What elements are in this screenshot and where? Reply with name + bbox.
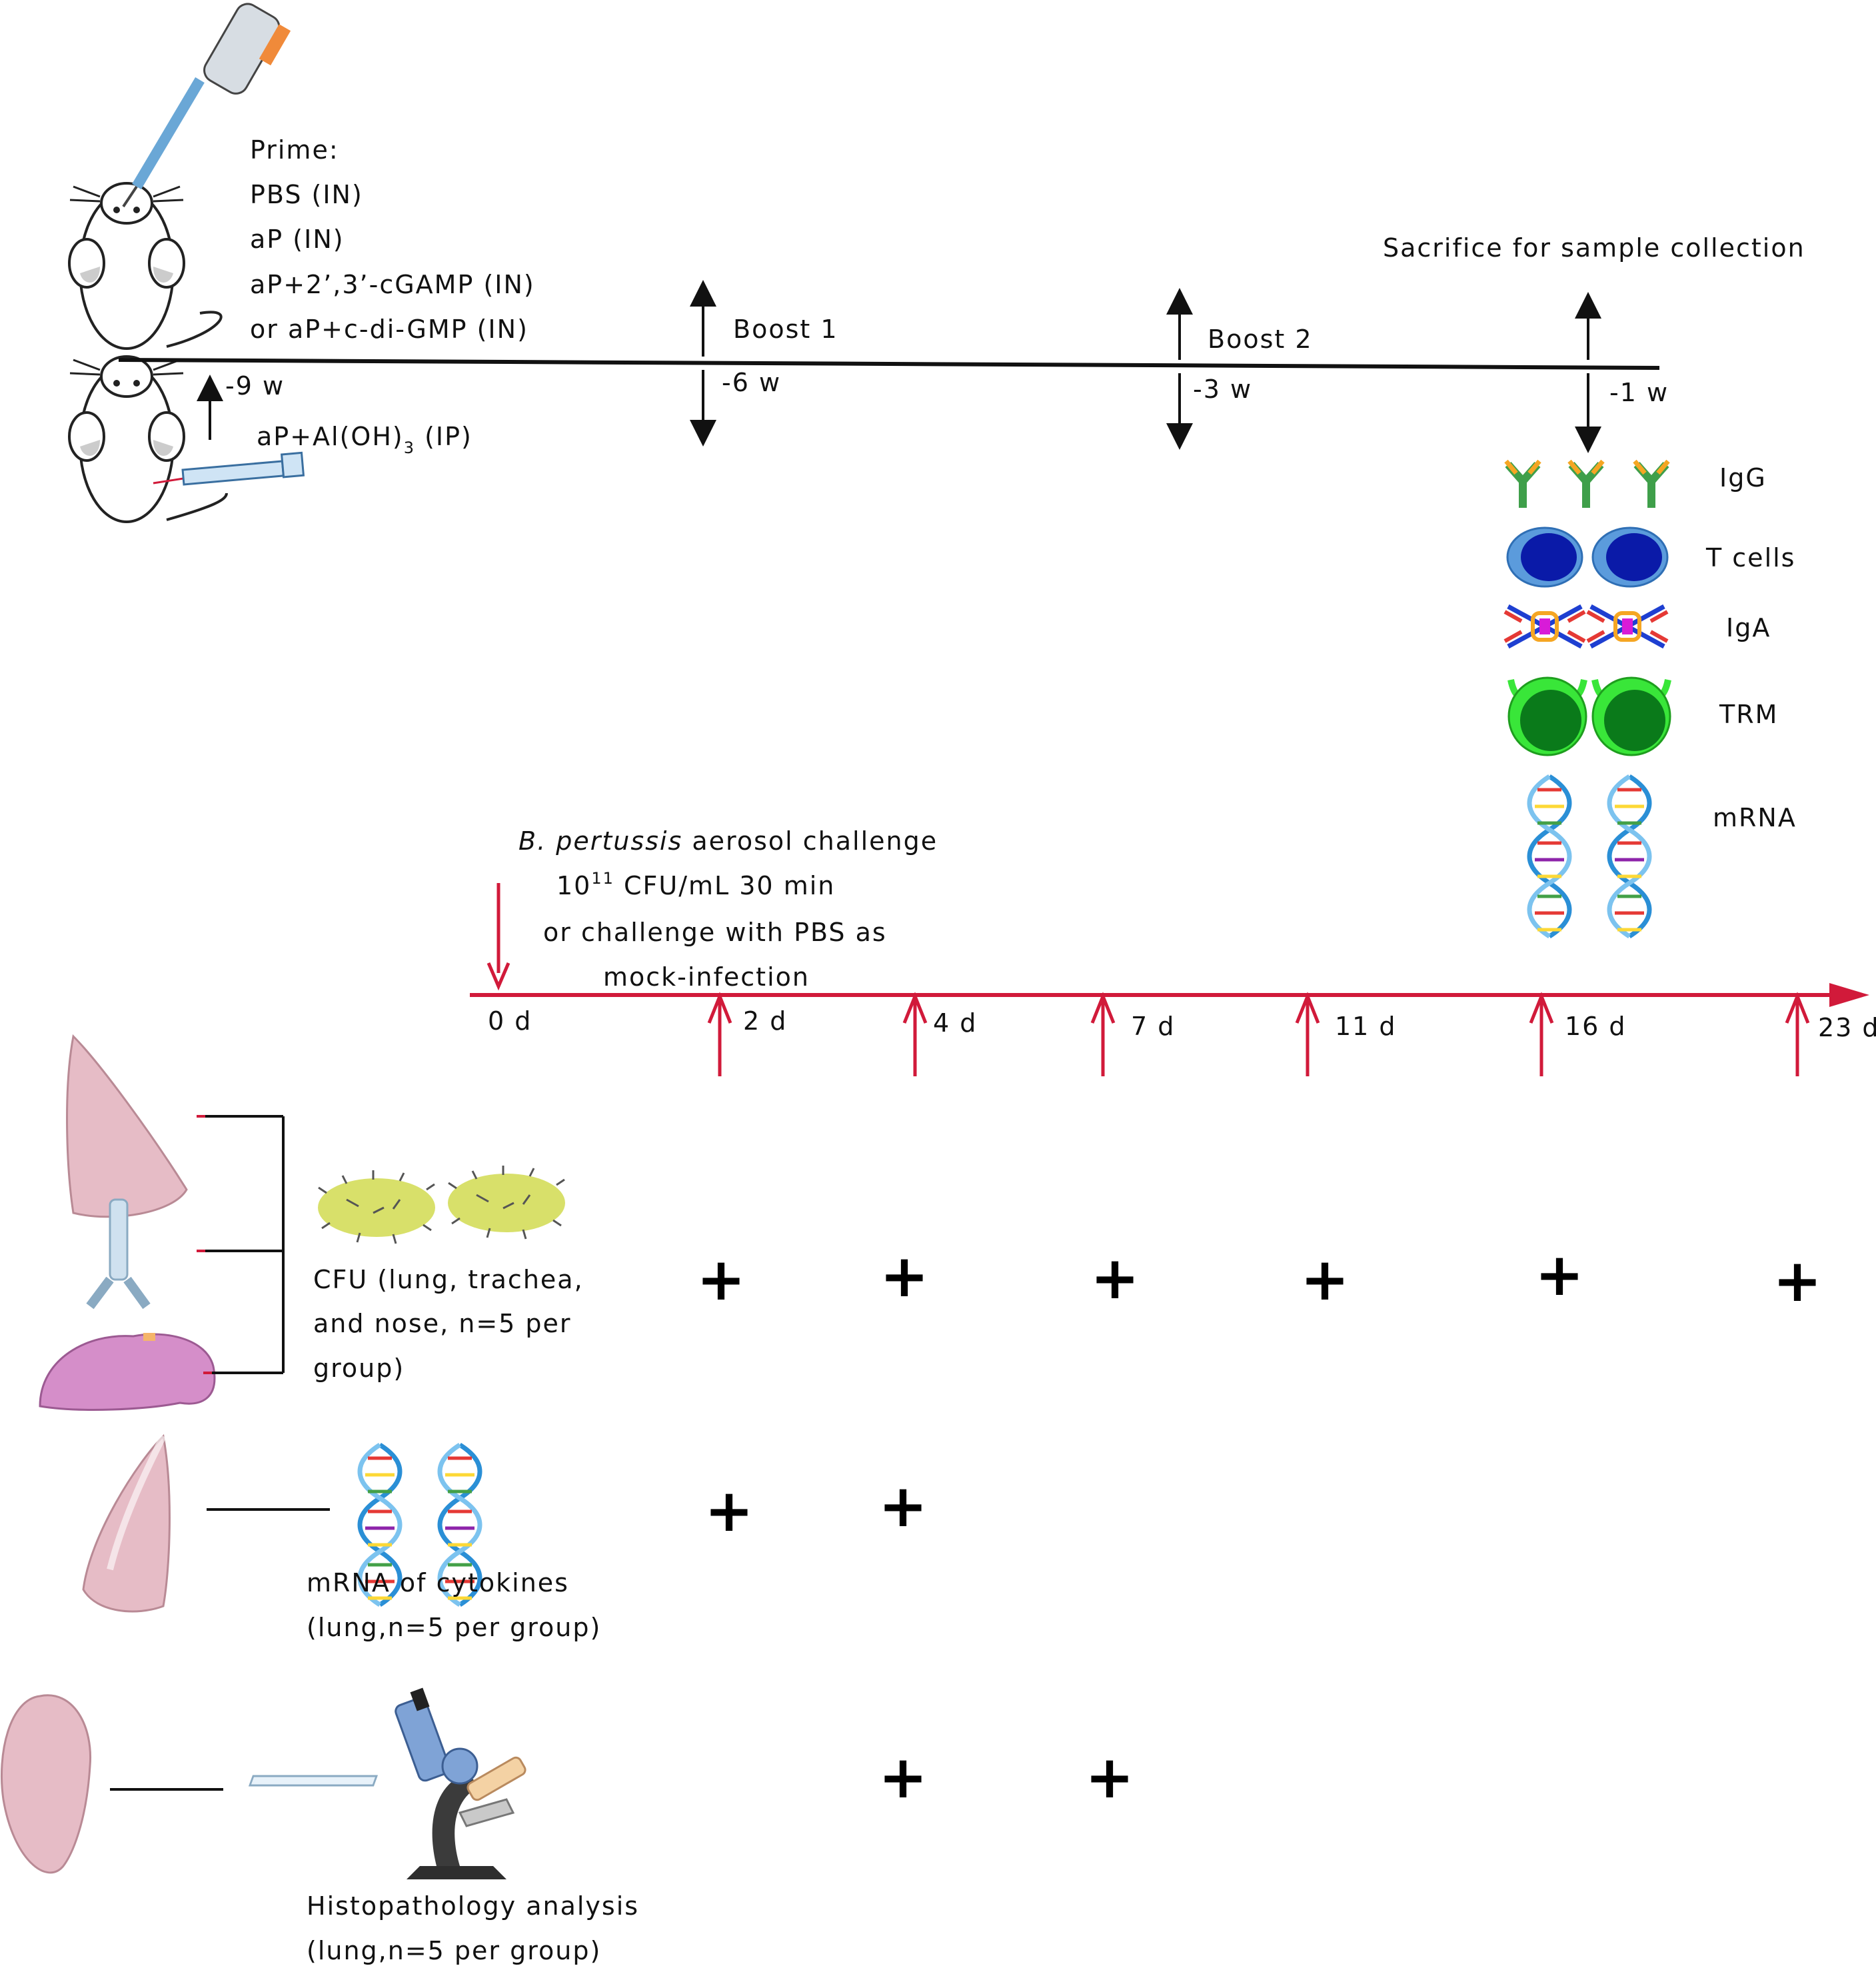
sampling-arrow-1 <box>707 992 732 1076</box>
readout-trm-label: TRM <box>1719 700 1778 729</box>
dna-icon-2 <box>1609 776 1649 936</box>
cfu-label-line1: CFU (lung, trachea, <box>313 1265 584 1294</box>
readout-iga-label: IgA <box>1726 613 1771 642</box>
igg-icon-2 <box>1569 461 1603 508</box>
challenge-line4: mock-infection <box>603 962 810 992</box>
plus-cfu-16d: + <box>1535 1240 1584 1309</box>
sampling-arrow-4 <box>1295 992 1320 1076</box>
dna-icon-1 <box>1529 776 1569 936</box>
plus-cfu-7d: + <box>1090 1244 1140 1312</box>
organism-name: B. pertussis <box>518 826 682 856</box>
plus-mrna-2d: + <box>704 1476 754 1545</box>
dose-base: 10 <box>556 871 591 900</box>
igg-icon-3 <box>1635 461 1668 508</box>
ip-subscript: 3 <box>404 439 415 457</box>
dose-rest: CFU/mL 30 min <box>614 871 835 900</box>
day-label-7: 7 d <box>1131 1012 1175 1041</box>
sampling-arrow-6 <box>1785 992 1810 1076</box>
mouse-in-icon <box>68 182 223 350</box>
plus-cfu-11d: + <box>1300 1245 1350 1314</box>
readout-tcells-label: T cells <box>1705 543 1795 572</box>
prime-group-pbs: PBS (IN) <box>250 180 363 209</box>
tick-minus-3w: -3 w <box>1193 375 1252 404</box>
cfu-bracket <box>197 1115 285 1374</box>
bacteria-icon-2 <box>448 1166 565 1240</box>
day-label-4: 4 d <box>933 1008 977 1038</box>
day-label-2: 2 d <box>743 1006 787 1036</box>
nose-icon <box>39 1333 216 1411</box>
plus-mrna-4d: + <box>878 1472 928 1540</box>
lung-icon-histo <box>1 1694 92 1874</box>
week-timeline-axis <box>118 358 1660 370</box>
ip-suffix: (IP) <box>415 422 472 451</box>
syringe-icon <box>153 451 305 486</box>
prime-group-cdigmp: or aP+c-di-GMP (IN) <box>250 315 528 344</box>
mrna-label-line1: mRNA of cytokines <box>307 1568 569 1597</box>
trachea-icon <box>86 1198 151 1310</box>
bacteria-icon-1 <box>318 1170 435 1244</box>
cfu-label-line3: group) <box>313 1354 405 1383</box>
day-label-16: 16 d <box>1565 1012 1627 1041</box>
slide-icon <box>248 1775 379 1787</box>
plus-cfu-23d: + <box>1773 1246 1822 1315</box>
igg-icon-1 <box>1506 461 1539 508</box>
challenge-arrow-head <box>486 962 510 991</box>
iga-icon-2 <box>1587 606 1667 646</box>
prime-group-cgamp: aP+2’,3’-cGAMP (IN) <box>250 270 535 299</box>
lung-icon-cfu <box>66 1035 188 1218</box>
prime-group-ip: aP+Al(OH)3 (IP) <box>257 422 472 457</box>
dose-exponent: 11 <box>591 869 614 888</box>
day-label-11: 11 d <box>1335 1012 1397 1041</box>
mrna-label-line2: (lung,n=5 per group) <box>307 1613 601 1642</box>
tick-minus-6w: -6 w <box>722 368 781 397</box>
pipette-icon <box>122 3 291 208</box>
microscope-icon <box>395 1687 526 1879</box>
day-timeline-arrowhead <box>1829 983 1869 1007</box>
prime-title: Prime: <box>250 135 339 165</box>
sampling-arrow-2 <box>902 992 928 1076</box>
boost2-label: Boost 2 <box>1208 325 1313 354</box>
boost1-label: Boost 1 <box>733 315 838 344</box>
sampling-arrow-5 <box>1529 992 1554 1076</box>
readout-igg-label: IgG <box>1719 463 1767 492</box>
iga-icon-1 <box>1505 606 1585 646</box>
challenge-line1: B. pertussis aerosol challenge <box>518 826 938 856</box>
day-label-0: 0 d <box>488 1006 532 1036</box>
plus-cfu-2d: + <box>696 1245 746 1314</box>
tick-minus-9w: -9 w <box>225 371 285 401</box>
day-arrows <box>707 992 1810 1076</box>
challenge-line3: or challenge with PBS as <box>543 918 887 947</box>
lung-icon-mrna <box>82 1434 171 1613</box>
plus-cfu-4d: + <box>880 1242 929 1310</box>
ip-group-label: aP+Al(OH) <box>257 422 404 451</box>
trm-icon-2 <box>1593 678 1670 755</box>
mouse-ip-icon <box>68 355 228 523</box>
histo-label-line2: (lung,n=5 per group) <box>307 1936 601 1965</box>
prime-group-ap: aP (IN) <box>250 225 345 254</box>
plus-histo-7d: + <box>1085 1743 1134 1811</box>
plus-marks: + + + + + + + + + + <box>696 1240 1822 1811</box>
plus-histo-4d: + <box>878 1743 928 1811</box>
readout-mrna-label: mRNA <box>1713 803 1797 832</box>
challenge-dose: 1011 CFU/mL 30 min <box>556 869 835 900</box>
sampling-arrow-3 <box>1090 992 1116 1076</box>
day-label-23: 23 d <box>1818 1013 1876 1042</box>
tcell-icon-2 <box>1591 526 1669 588</box>
histo-label-line1: Histopathology analysis <box>307 1891 639 1921</box>
cfu-label-line2: and nose, n=5 per <box>313 1309 572 1338</box>
challenge-line1-rest: aerosol challenge <box>682 826 938 856</box>
sacrifice-label: Sacrifice for sample collection <box>1383 233 1805 263</box>
tcell-icon-1 <box>1506 526 1583 588</box>
tick-minus-1w: -1 w <box>1609 378 1669 407</box>
trm-icon-1 <box>1509 678 1586 755</box>
